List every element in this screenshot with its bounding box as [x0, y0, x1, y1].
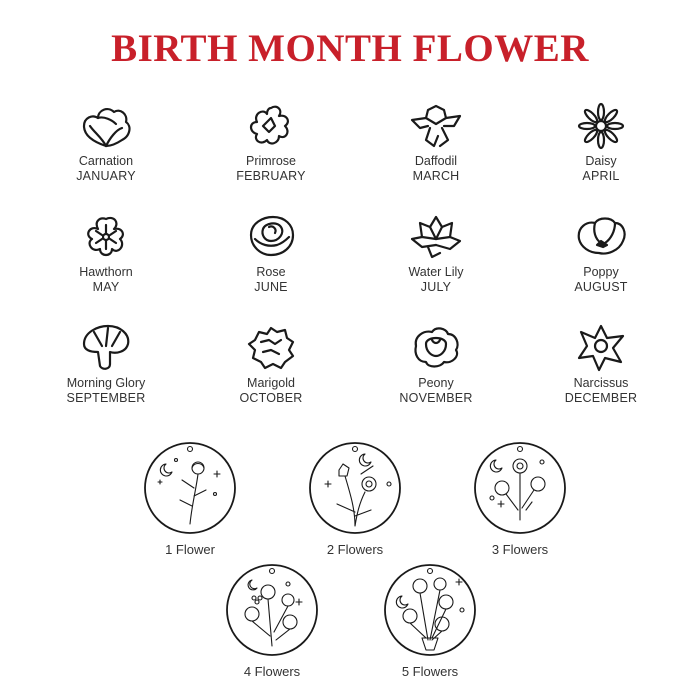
flower-name: Poppy — [583, 265, 619, 279]
flower-name: Water Lily — [408, 265, 464, 279]
flower-card-january: Carnation JANUARY — [26, 100, 186, 184]
rose-icon — [249, 215, 295, 257]
pendant-label: 4 Flowers — [243, 664, 301, 679]
flower-card-may: Hawthorn MAY — [26, 211, 186, 295]
water-lily-icon — [410, 215, 462, 259]
flower-card-december: Narcissus DECEMBER — [521, 322, 681, 406]
flower-month: NOVEMBER — [399, 391, 473, 405]
flower-card-july: Water Lily JULY — [356, 211, 516, 295]
hawthorn-icon — [87, 216, 124, 257]
flower-month: AUGUST — [574, 280, 628, 294]
pendant-4-flowers-icon — [226, 564, 318, 656]
pendant-5-flowers-icon — [384, 564, 476, 656]
pendant-3-flowers-icon — [474, 442, 566, 534]
pendant-4-flowers: 4 Flowers — [212, 562, 332, 679]
flower-card-october: Marigold OCTOBER — [191, 322, 351, 406]
pendant-label: 3 Flowers — [491, 542, 549, 557]
pendant-1-flower: 1 Flower — [130, 440, 250, 557]
daffodil-icon — [410, 104, 462, 148]
flower-name: Daffodil — [414, 154, 458, 168]
primrose-icon — [249, 105, 289, 145]
pendant-1-flower-icon — [144, 442, 236, 534]
flower-name: Carnation — [78, 154, 134, 168]
narcissus-icon — [577, 324, 625, 372]
morning-glory-icon — [82, 324, 130, 370]
pendant-2-flowers: 2 Flowers — [295, 440, 415, 557]
poppy-icon — [577, 217, 626, 255]
flower-month: APRIL — [582, 169, 620, 183]
flower-name: Narcissus — [573, 376, 629, 390]
flower-name: Hawthorn — [79, 265, 133, 279]
pendant-label: 5 Flowers — [401, 664, 459, 679]
flower-name: Morning Glory — [66, 376, 146, 390]
marigold-icon — [247, 326, 295, 370]
flower-month: JULY — [420, 280, 452, 294]
flower-name: Marigold — [247, 376, 295, 390]
flower-card-august: Poppy AUGUST — [521, 211, 681, 295]
flower-name: Primrose — [245, 154, 296, 168]
flower-card-april: Daisy APRIL — [521, 100, 681, 184]
flower-month: JUNE — [254, 280, 288, 294]
flower-card-november: Peony NOVEMBER — [356, 322, 516, 406]
flower-month: DECEMBER — [564, 391, 638, 405]
pendant-label: 2 Flowers — [326, 542, 384, 557]
page-title: BIRTH MONTH FLOWER — [111, 27, 589, 70]
pendant-3-flowers: 3 Flowers — [460, 440, 580, 557]
pendant-label: 1 Flower — [165, 542, 215, 557]
carnation-icon — [82, 108, 131, 148]
flower-month: FEBRUARY — [236, 169, 306, 183]
flower-card-february: Primrose FEBRUARY — [191, 100, 351, 184]
daisy-icon — [577, 102, 625, 150]
flower-name: Daisy — [585, 154, 617, 168]
flower-name: Rose — [256, 265, 286, 279]
pendant-5-flowers: 5 Flowers — [370, 562, 490, 679]
flower-card-june: Rose JUNE — [191, 211, 351, 295]
flower-name: Peony — [418, 376, 454, 390]
flower-card-september: Morning Glory SEPTEMBER — [26, 322, 186, 406]
flower-month: SEPTEMBER — [66, 391, 146, 405]
flower-month: MARCH — [412, 169, 460, 183]
flower-month: OCTOBER — [239, 391, 303, 405]
flower-card-march: Daffodil MARCH — [356, 100, 516, 184]
peony-icon — [414, 327, 459, 368]
pendant-2-flowers-icon — [309, 442, 401, 534]
flower-month: JANUARY — [76, 169, 136, 183]
flower-month: MAY — [92, 280, 120, 294]
